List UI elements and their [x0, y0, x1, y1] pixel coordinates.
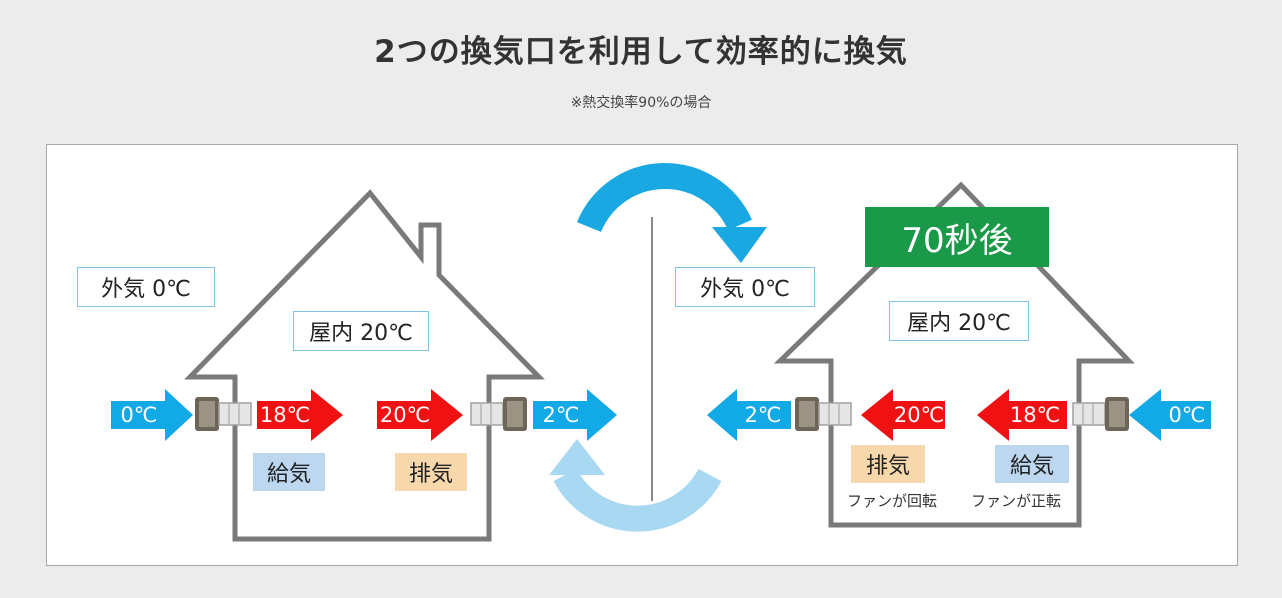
diagram-panel: 外気 0℃ 屋内 20℃ 0℃ 18℃ 20℃ 2℃ 給気 排気 70秒後 外気…	[46, 144, 1238, 566]
right-house-outline	[773, 181, 1135, 528]
left-vent-supply-icon	[195, 397, 252, 431]
left-supply-tag: 給気	[253, 453, 325, 491]
right-supply-arrow	[977, 389, 1067, 441]
right-in-arrow-temp: 0℃	[1168, 403, 1206, 427]
left-exhaust-arrow	[377, 389, 463, 441]
right-supply-temp: 18℃	[1009, 403, 1061, 427]
right-supply-tag: 給気	[995, 445, 1069, 483]
left-exhaust-tag: 排気	[395, 453, 467, 491]
right-exhaust-temp: 20℃	[893, 403, 945, 427]
page-title: 2つの換気口を利用して効率的に換気	[374, 34, 908, 70]
left-inside-label: 屋内 20℃	[293, 311, 429, 351]
left-outside-label: 外気 0℃	[77, 267, 215, 307]
right-exhaust-arrow	[861, 389, 945, 441]
right-exhaust-tag: 排気	[851, 445, 925, 483]
left-exhaust-temp: 20℃	[379, 403, 431, 427]
left-in-arrow	[111, 389, 193, 441]
left-supply-temp: 18℃	[259, 403, 311, 427]
right-vent-exhaust-icon	[795, 397, 852, 431]
right-supply-note: ファンが正転	[970, 491, 1061, 510]
cycle-arrow-top-head	[712, 227, 767, 263]
cycle-arrow-bottom	[553, 468, 722, 532]
left-out-arrow-temp: 2℃	[542, 403, 580, 427]
cycle-arrow-bottom-head	[549, 439, 605, 475]
right-vent-supply-icon	[1072, 397, 1129, 431]
right-inside-label: 屋内 20℃	[889, 301, 1029, 341]
right-outside-label: 外気 0℃	[675, 267, 815, 307]
right-exhaust-note: ファンが回転	[846, 491, 937, 510]
page-subtitle: ※熱交換率90%の場合	[570, 95, 712, 111]
right-out-arrow	[707, 389, 791, 441]
elapsed-time-badge: 70秒後	[865, 207, 1049, 267]
left-out-arrow	[533, 389, 617, 441]
right-out-arrow-temp: 2℃	[744, 403, 782, 427]
right-in-arrow	[1129, 389, 1211, 441]
left-supply-arrow	[257, 389, 343, 441]
diagram-graphics	[111, 162, 1211, 542]
cycle-arrow-top	[576, 162, 752, 233]
left-in-arrow-temp: 0℃	[120, 403, 158, 427]
left-vent-exhaust-icon	[470, 397, 527, 431]
left-house-outline	[184, 189, 545, 542]
